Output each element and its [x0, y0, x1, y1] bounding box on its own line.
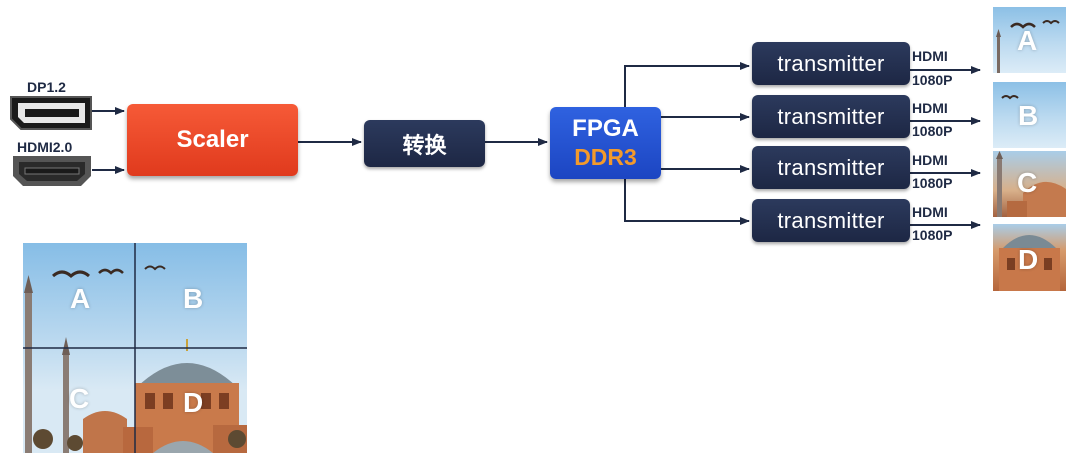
- quadrant-b-label: B: [183, 283, 204, 314]
- hagia-sophia-scene: [23, 243, 247, 453]
- wire-fpga-branch: [624, 65, 749, 222]
- fpga-memory-label: DDR3: [574, 144, 637, 170]
- hdmi-port-label: HDMI2.0: [17, 139, 73, 155]
- dp-port-label: DP1.2: [27, 79, 66, 95]
- dome-icon: [999, 235, 1060, 291]
- mosque-icon: [996, 151, 1066, 217]
- fpga-title: FPGA: [572, 115, 639, 142]
- transmitter-block-3: transmitter: [752, 146, 910, 189]
- convert-block: 转换: [364, 120, 485, 167]
- output-1-resolution: 1080P: [912, 72, 953, 88]
- displayport-connector-icon: [10, 96, 92, 130]
- seagull-icon: [996, 20, 1060, 73]
- transmitter-block-4: transmitter: [752, 199, 910, 242]
- output-c-letter: C: [1017, 167, 1038, 198]
- output-b-letter: B: [1018, 100, 1039, 131]
- output-3-interface: HDMI: [912, 152, 948, 168]
- hdmi-connector-icon: [13, 156, 91, 186]
- transmitter-block-1: transmitter: [752, 42, 910, 85]
- quadrant-d-label: D: [183, 387, 204, 418]
- output-4-interface: HDMI: [912, 204, 948, 220]
- output-thumbnail-b: B: [993, 82, 1066, 148]
- output-thumbnail-d: D: [993, 224, 1066, 291]
- output-2-interface: HDMI: [912, 100, 948, 116]
- output-thumbnail-a: A: [993, 7, 1066, 73]
- output-3-resolution: 1080P: [912, 175, 953, 191]
- output-d-letter: D: [1018, 244, 1039, 275]
- quadrant-c-label: C: [69, 383, 90, 414]
- quadrant-a-label: A: [70, 283, 91, 314]
- output-thumbnail-c: C: [993, 151, 1066, 217]
- output-4-resolution: 1080P: [912, 227, 953, 243]
- scaler-block: Scaler: [127, 104, 298, 176]
- transmitter-block-2: transmitter: [752, 95, 910, 138]
- output-2-resolution: 1080P: [912, 123, 953, 139]
- source-image: A B C D: [23, 243, 247, 453]
- fpga-block: FPGA DDR3: [550, 107, 661, 179]
- output-1-interface: HDMI: [912, 48, 948, 64]
- seagull-icon: [1001, 95, 1019, 100]
- output-a-letter: A: [1017, 25, 1038, 56]
